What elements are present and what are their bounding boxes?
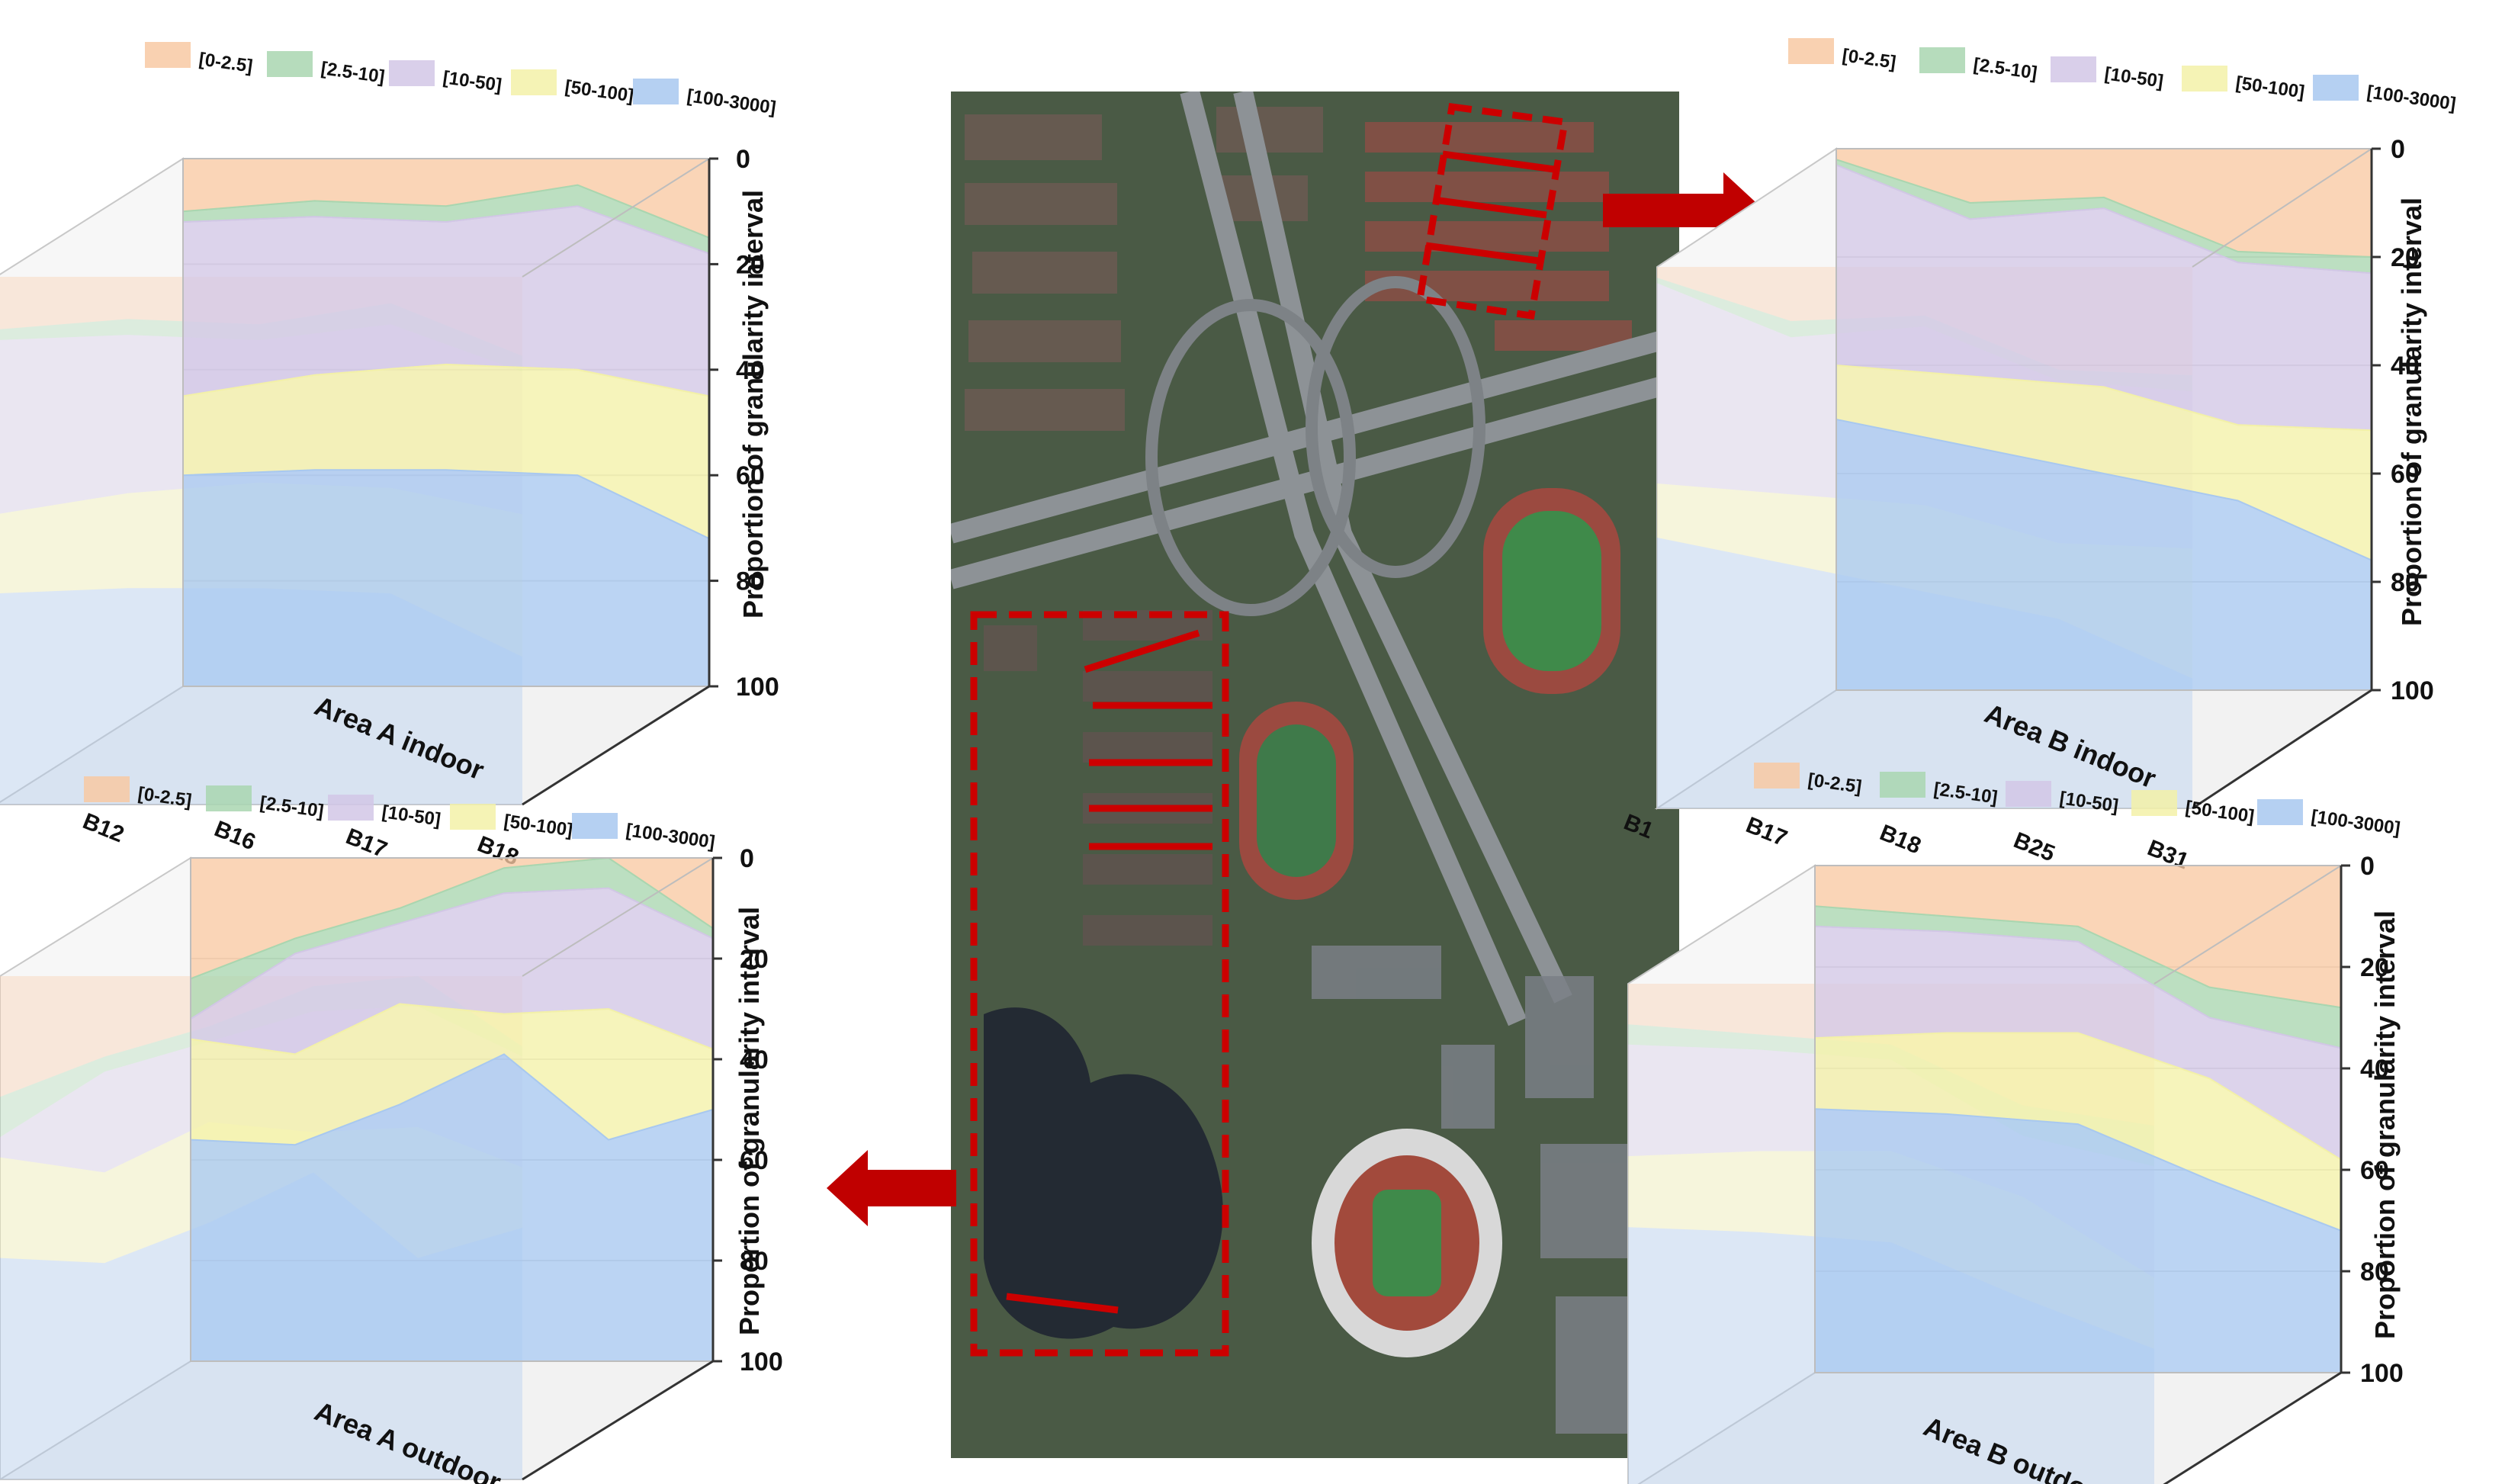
y-tick-label: 60 [2391, 460, 2420, 489]
chart-panel-2: 0 20 40 60 80 100 Proportion of granularity in… [1620, 38, 2457, 874]
legend-label: [100-3000] [686, 85, 777, 118]
legend-label: [0-2.5] [198, 49, 254, 77]
frame-edge [2153, 865, 2342, 985]
legend: [0-2.5][2.5-10][10-50][50-100][100-3000] [1754, 763, 2401, 839]
x-tick-label: B12 [79, 808, 127, 847]
legend-label: [100-3000] [2365, 82, 2457, 114]
legend-swatch [2257, 799, 2303, 825]
legend-swatch [2182, 66, 2227, 92]
area-series-depth-5 [0, 1172, 522, 1479]
y-tick-label: 100 [740, 1347, 783, 1376]
chart-panel-4: 0 20 40 60 80 100 Proportion of granularity in… [1627, 763, 2404, 1484]
legend-swatch [2131, 790, 2177, 816]
area-series-depth-5 [1628, 1227, 2154, 1484]
legend-swatch [206, 785, 252, 811]
study-area-a-dashed-box [970, 611, 1229, 1357]
y-tick-label: 20 [2391, 243, 2420, 272]
legend-swatch [1754, 763, 1800, 789]
x-tick-label: B25 [2010, 827, 2058, 866]
area-series-depth-5 [0, 588, 522, 805]
y-tick-label: 60 [740, 1146, 769, 1175]
legend-swatch [450, 804, 496, 830]
y-tick-label: 80 [740, 1247, 769, 1276]
y-tick-label: 0 [740, 844, 754, 873]
legend: [0-2.5] [2.5-10] [10-50] [50-100] [100-3000] [145, 42, 777, 118]
study-area-b-dashed-box [1415, 102, 1569, 320]
area-series-depth-3 [1628, 1044, 2154, 1278]
legend-swatch [1919, 47, 1965, 73]
y-axis-label: Proportion of granularity interval [737, 190, 769, 618]
chart-panel-1: 0 20 40 60 80 100 Proportion of granularity in… [0, 42, 779, 870]
chart-panel-3: 0 20 40 60 80 100 Proportion of granularity in… [0, 776, 783, 1484]
legend: [0-2.5] [2.5-10] [10-50] [50-100] [100-3000] [1788, 38, 2457, 114]
legend-label: [100-3000] [625, 820, 716, 853]
legend-swatch [328, 795, 374, 821]
legend-label: [10-50] [2103, 63, 2164, 92]
y-axis-label: Proportion of granularity interval [2369, 911, 2401, 1339]
y-tick-label: 60 [736, 461, 765, 490]
legend-swatch [84, 776, 130, 802]
legend-swatch [1880, 772, 1925, 798]
legend-label: [50-100] [564, 76, 635, 106]
area-series-depth-1 [0, 976, 522, 1097]
y-tick-label: 0 [736, 145, 750, 174]
y-tick-label: 0 [2360, 852, 2375, 881]
frame-edge [522, 158, 710, 278]
legend-swatch [633, 79, 679, 104]
y-axis-label: Proportion of granularity interval [734, 907, 765, 1335]
legend-label: [50-100] [2234, 72, 2306, 102]
legend-swatch [389, 60, 435, 86]
y-tick-label: 40 [2391, 352, 2420, 381]
legend-swatch [511, 69, 557, 95]
x-tick-label: B18 [1876, 820, 1924, 859]
y-tick-label: 40 [736, 356, 765, 385]
legend-swatch [572, 813, 618, 839]
legend-swatch [267, 51, 313, 77]
legend-swatch [2051, 56, 2096, 82]
legend-label: [10-50] [442, 67, 503, 96]
legend-label: [50-100] [2184, 797, 2256, 827]
legend-label: [50-100] [503, 811, 574, 840]
satellite-map-image [951, 92, 1679, 1458]
x-axis-line [522, 685, 710, 806]
legend-label: [2.5-10] [1972, 54, 2038, 83]
x-tick-label: B17 [342, 824, 390, 862]
legend-swatch [2313, 75, 2359, 101]
y-tick-label: 40 [740, 1046, 769, 1074]
x-tick-label: B16 [210, 816, 259, 855]
frame-edge [2192, 148, 2372, 268]
x-axis-line [2163, 1371, 2342, 1484]
y-tick-label: 0 [2391, 135, 2405, 164]
frame-edge [522, 857, 714, 977]
y-tick-label: 60 [2360, 1156, 2389, 1185]
legend-label: [2.5-10] [320, 58, 386, 87]
y-tick-label: 20 [736, 250, 765, 279]
legend-label: [0-2.5] [1841, 45, 1897, 73]
legend-label: [100-3000] [2310, 806, 2401, 839]
y-tick-label: 100 [2391, 676, 2434, 705]
legend-swatch [145, 42, 191, 68]
y-tick-label: 80 [2360, 1258, 2389, 1286]
x-axis-line [2192, 689, 2372, 810]
y-tick-label: 80 [2391, 568, 2420, 597]
y-tick-label: 40 [2360, 1055, 2389, 1084]
arrow-left-icon [827, 1150, 956, 1226]
x-axis-line [522, 1360, 714, 1481]
y-tick-label: 100 [736, 673, 779, 702]
legend-label: [10-50] [381, 801, 442, 830]
legend-swatch [2006, 781, 2051, 807]
y-tick-label: 20 [740, 945, 769, 974]
legend-swatch [1788, 38, 1834, 64]
y-axis-label: Proportion of granularity interval [2396, 198, 2427, 626]
x-tick-label: B17 [1742, 812, 1791, 851]
area-series-depth-5 [1657, 538, 2192, 808]
y-tick-label: 100 [2360, 1359, 2404, 1388]
y-tick-label: 20 [2360, 953, 2389, 982]
y-tick-label: 80 [736, 567, 765, 596]
